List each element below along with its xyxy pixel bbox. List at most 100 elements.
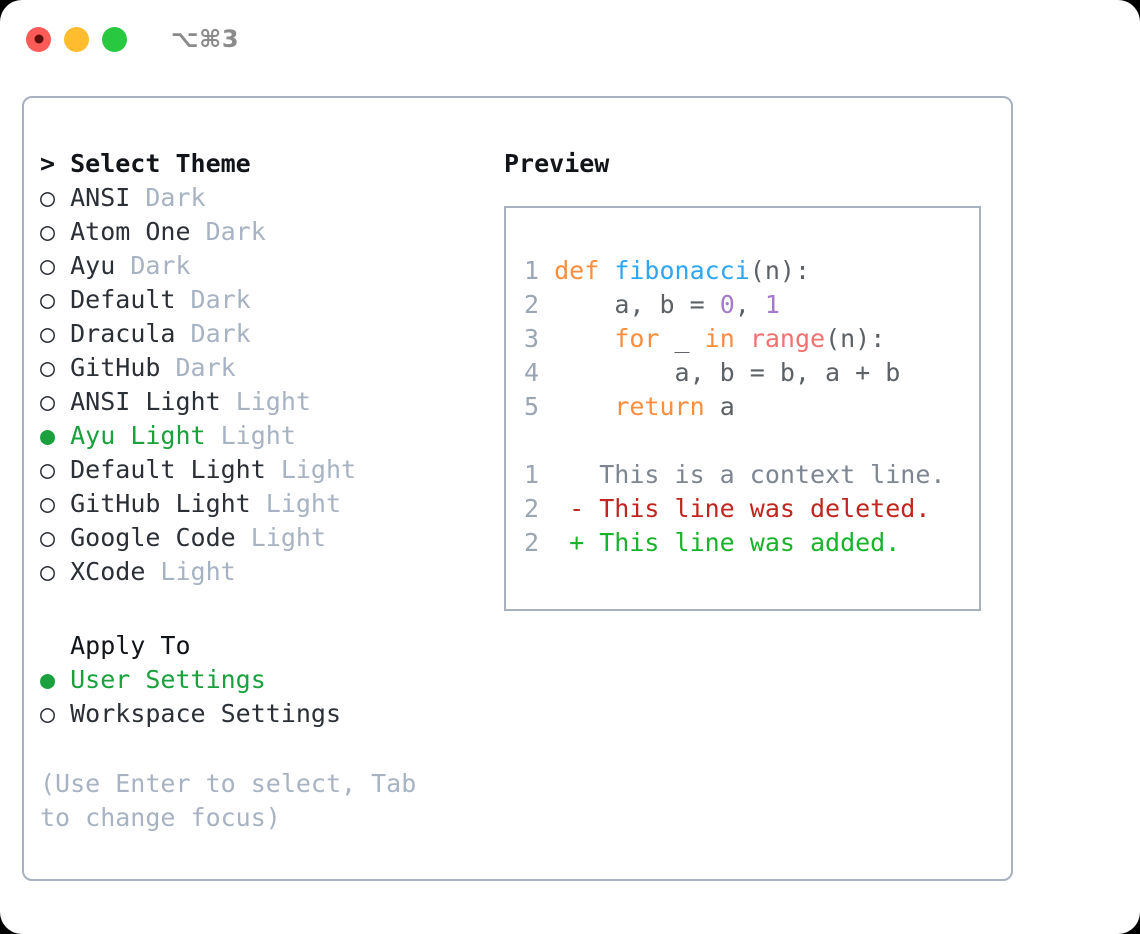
preview-panel: Preview 1 def fibonacci(n):2 a, b = 0, 1… [504,98,1011,879]
code-line: 3 for _ in range(n): [524,322,979,356]
window-titlebar: ⌥⌘3 [0,0,1140,78]
code-diff-separator [524,424,979,458]
code-token [735,324,750,353]
diff-sample: 1 This is a context line.2 - This line w… [524,458,979,560]
keyboard-shortcut-badge: ⌥⌘3 [171,25,240,53]
apply-to-option-user-settings[interactable]: ● User Settings [40,663,504,697]
radio-selected-icon: ● [40,665,71,694]
code-line-number: 2 [524,290,555,319]
theme-option-label: GitHub Light [70,489,266,518]
code-token: 1 [764,290,780,319]
code-token: in [704,324,735,353]
code-token: 0 [719,290,735,319]
apply-to-list[interactable]: ● User Settings○ Workspace Settings [40,663,504,731]
diff-line-number: 1 [524,460,570,489]
code-line-number: 4 [524,358,555,387]
theme-option-github-light[interactable]: ○ GitHub Light Light [40,487,504,521]
code-token [554,392,614,421]
theme-option-label: Dracula [70,319,191,348]
code-token: a [704,392,735,421]
radio-unselected-icon: ○ [40,489,71,518]
code-line: 5 return a [524,390,979,424]
radio-unselected-icon: ○ [40,699,71,728]
code-token [554,324,614,353]
code-line-number: 5 [524,392,555,421]
theme-variant-tag: Light [250,523,326,552]
theme-option-xcode[interactable]: ○ XCode Light [40,555,504,589]
radio-unselected-icon: ○ [40,523,71,552]
theme-picker-panel: > Select Theme ○ ANSI Dark○ Atom One Dar… [24,98,504,879]
theme-option-default[interactable]: ○ Default Dark [40,283,504,317]
theme-option-default-light[interactable]: ○ Default Light Light [40,453,504,487]
radio-unselected-icon: ○ [40,183,71,212]
apply-to-heading: Apply To [40,631,191,660]
theme-option-label: Default Light [70,455,281,484]
theme-list[interactable]: ○ ANSI Dark○ Atom One Dark○ Ayu Dark○ De… [40,181,504,589]
maximize-button[interactable] [102,26,127,52]
theme-option-label: Ayu [70,251,131,280]
theme-option-github[interactable]: ○ GitHub Dark [40,351,504,385]
theme-option-label: Default [70,285,191,314]
close-button[interactable] [26,26,51,52]
theme-option-ayu[interactable]: ○ Ayu Dark [40,249,504,283]
code-token: for [614,324,660,353]
theme-option-label: ANSI [70,183,146,212]
theme-option-label: ANSI Light [70,387,236,416]
theme-option-google-code[interactable]: ○ Google Code Light [40,521,504,555]
code-line-number: 3 [524,324,555,353]
radio-selected-icon: ● [40,421,71,450]
radio-unselected-icon: ○ [40,557,71,586]
theme-option-dracula[interactable]: ○ Dracula Dark [40,317,504,351]
preview-heading: Preview [504,149,610,178]
diff-line-body: - This line was deleted. [569,494,931,523]
minimize-button[interactable] [64,26,89,52]
theme-variant-tag: Dark [130,251,191,280]
theme-option-label: XCode [70,557,161,586]
theme-option-label: Ayu Light [70,421,221,450]
code-line: 4 a, b = b, a + b [524,356,979,390]
theme-variant-tag: Light [235,387,311,416]
diff-line: 1 This is a context line. [524,458,979,492]
theme-variant-tag: Light [220,421,296,450]
theme-variant-tag: Dark [190,285,251,314]
code-line-number: 1 [524,256,555,285]
theme-variant-tag: Dark [205,217,266,246]
select-theme-heading: > Select Theme [40,149,251,178]
code-token [599,256,614,285]
code-token: , [734,290,765,319]
code-token: return [614,392,705,421]
radio-unselected-icon: ○ [40,319,71,348]
radio-unselected-icon: ○ [40,217,71,246]
theme-option-label: Atom One [70,217,206,246]
code-token: a, b = b, a + b [554,358,901,387]
diff-line-number: 2 [524,494,570,523]
diff-line-number: 2 [524,528,570,557]
radio-unselected-icon: ○ [40,353,71,382]
theme-option-ayu-light[interactable]: ● Ayu Light Light [40,419,504,453]
radio-unselected-icon: ○ [40,285,71,314]
code-line: 1 def fibonacci(n): [524,254,979,288]
code-token: def [554,256,600,285]
theme-variant-tag: Light [280,455,357,484]
theme-variant-tag: Light [265,489,342,518]
keyboard-hint-text: (Use Enter to select, Tab to change focu… [40,769,432,832]
diff-line-body: + This line was added. [569,528,901,557]
radio-unselected-icon: ○ [40,387,71,416]
code-token: (n): [749,256,811,285]
radio-unselected-icon: ○ [40,251,71,280]
code-token: fibonacci [614,256,750,285]
apply-to-option-workspace-settings[interactable]: ○ Workspace Settings [40,697,504,731]
code-line: 2 a, b = 0, 1 [524,288,979,322]
theme-option-atom-one[interactable]: ○ Atom One Dark [40,215,504,249]
code-token: range [749,324,826,353]
theme-option-ansi-light[interactable]: ○ ANSI Light Light [40,385,504,419]
theme-variant-tag: Light [160,557,236,586]
theme-option-ansi[interactable]: ○ ANSI Dark [40,181,504,215]
code-token: (n): [825,324,886,353]
apply-to-option-label: Workspace Settings [70,699,342,728]
code-token: a, b = [554,290,720,319]
code-token: _ [659,324,705,353]
